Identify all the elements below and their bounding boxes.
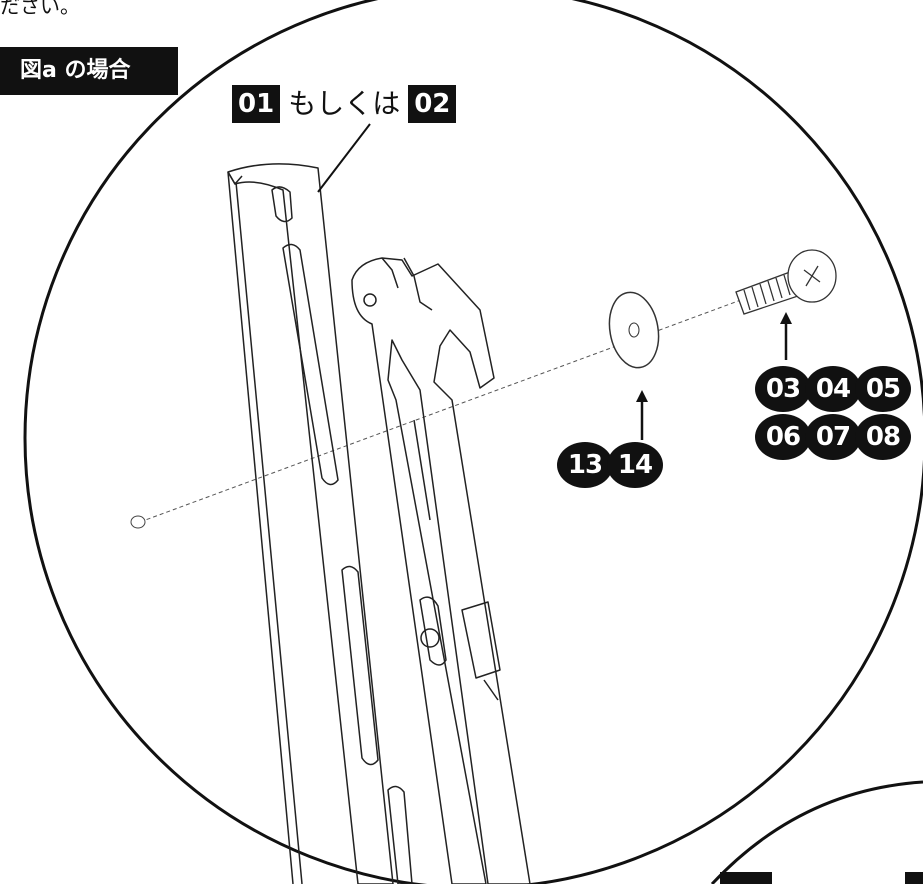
or-word: もしくは [288, 87, 401, 120]
part-number-07: 07 [805, 414, 861, 460]
part-number-05: 05 [855, 366, 911, 412]
washer-arrow [636, 390, 648, 440]
header-partial-text: ださい。 [0, 0, 80, 18]
washer-parts-callout: 13 14 [557, 442, 663, 488]
part-number-14: 14 [607, 442, 663, 488]
next-figure-label-fragment [720, 872, 772, 884]
part-number-01: 01 [232, 85, 281, 123]
part-number-04: 04 [805, 366, 861, 412]
washer [608, 291, 660, 369]
screw-parts-row-2: 06 07 08 [755, 414, 911, 460]
axis-end-cap [130, 515, 146, 529]
part-number-03: 03 [755, 366, 811, 412]
detail-circle [23, 0, 923, 884]
part-number-06: 06 [755, 414, 811, 460]
assembly-axis-line [139, 279, 796, 523]
screw [735, 249, 837, 315]
bracket-callout: 01 もしくは 02 [232, 84, 457, 124]
bracket-leader-line [317, 123, 371, 193]
part-number-13: 13 [557, 442, 613, 488]
screw-arrow [780, 312, 792, 360]
figure-label: 図a の場合 [0, 47, 178, 95]
wall-bracket-plate [227, 163, 413, 884]
part-number-02: 02 [408, 85, 457, 123]
screw-parts-row-1: 03 04 05 [755, 366, 911, 412]
hook-bracket [351, 257, 531, 884]
part-number-08: 08 [855, 414, 911, 460]
second-detail-circle-arc [710, 780, 923, 884]
next-figure-label-fragment-right [905, 872, 923, 884]
